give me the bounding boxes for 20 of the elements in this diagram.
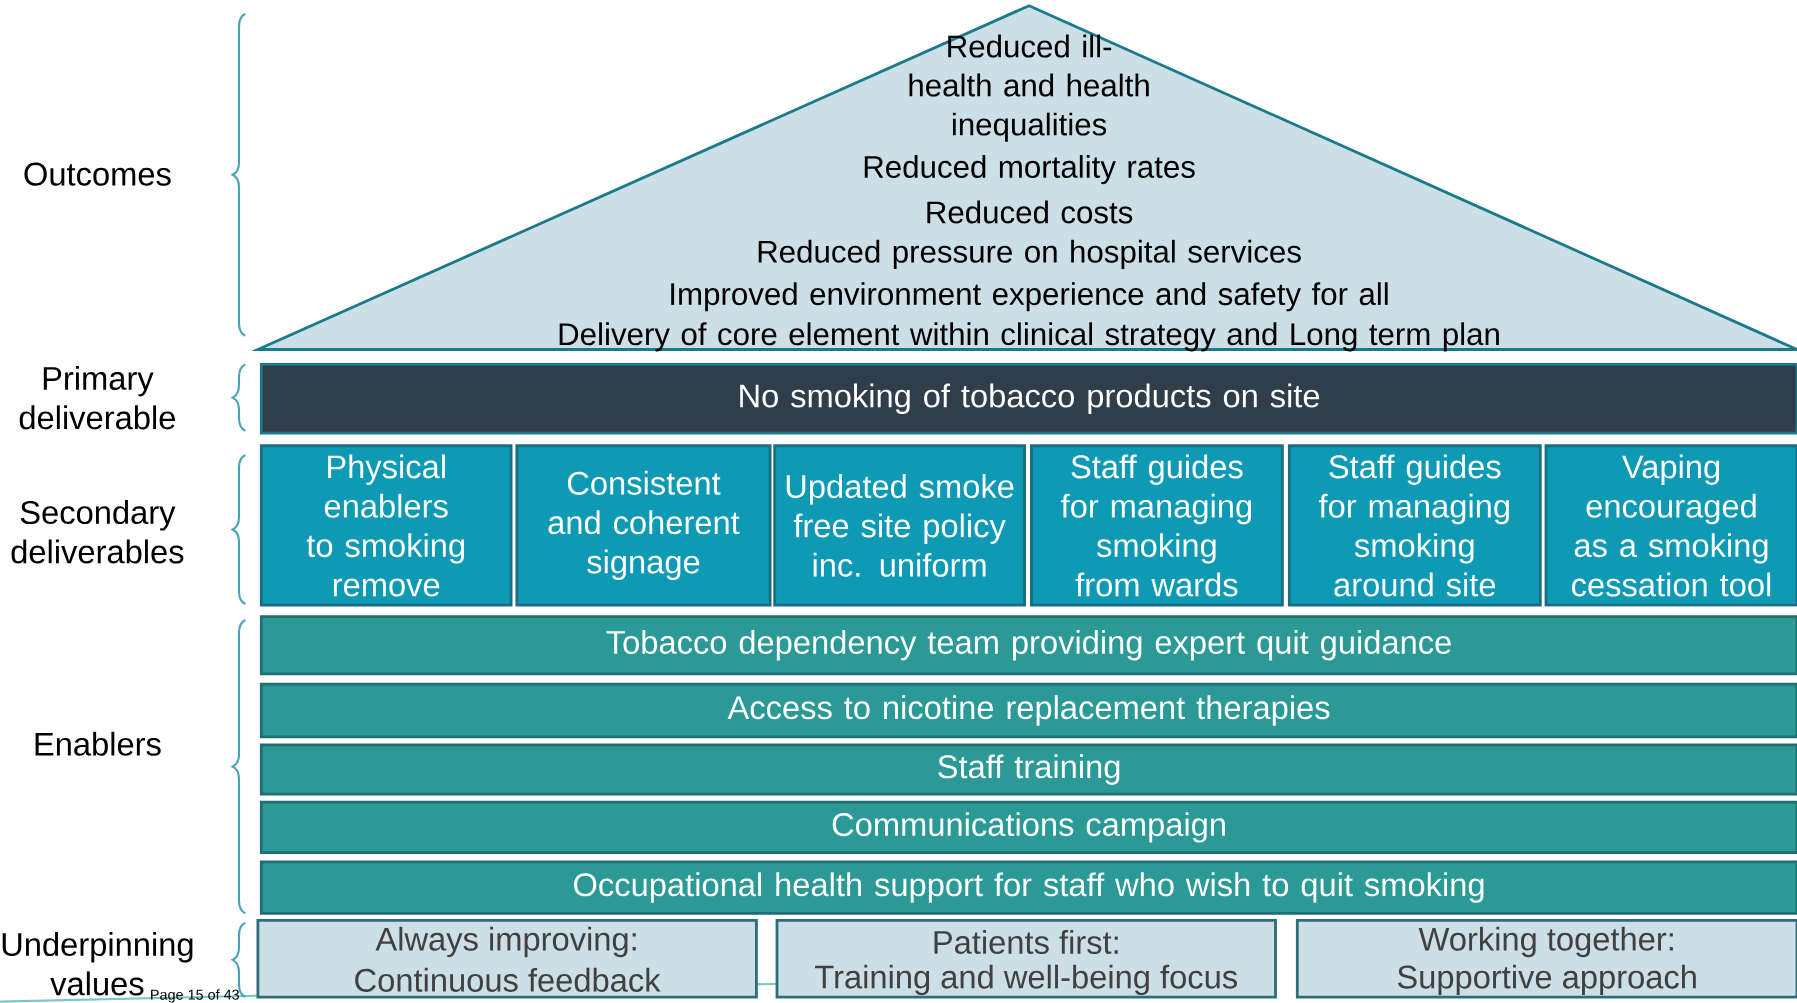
section-label: Secondary deliverables — [11, 500, 184, 564]
deliverable-box: Physical enablers to smoking remove — [259, 444, 513, 607]
value-box: Always improving: Continuous feedback — [256, 918, 758, 999]
section-label: Enablers — [35, 731, 161, 756]
enabler-bar: Staff training — [259, 743, 1797, 796]
primary-deliverable-bar: No smoking of tobacco products on site — [259, 363, 1797, 435]
section-label: Outcomes — [24, 162, 171, 186]
deliverable-box: Staff guides for managing smoking from wards — [1030, 444, 1284, 607]
enabler-bar: Access to nicotine replacement therapies — [259, 682, 1797, 739]
deliverable-box: Consistent and coherent signage — [515, 444, 772, 607]
section-label: Primary deliverable — [19, 366, 175, 430]
value-box: Patients first: Training and well-being focus — [775, 918, 1277, 999]
deliverable-box: Vaping encouraged as a smoking cessation tool — [1544, 444, 1797, 607]
deliverable-box: Updated smoke free site policy inc. uniform — [773, 444, 1026, 607]
enabler-bar: Occupational health support for staff who wish to quit smoking — [259, 860, 1797, 915]
enabler-bar: Communications campaign — [259, 800, 1797, 855]
deliverable-box: Staff guides for managing smoking around site — [1287, 444, 1542, 607]
value-box: Working together: Supportive approach — [1295, 918, 1797, 999]
page-number: Page 15 of 43 — [151, 989, 240, 1003]
enabler-bar: Tobacco dependency team providing expert quit guidance — [259, 615, 1797, 676]
